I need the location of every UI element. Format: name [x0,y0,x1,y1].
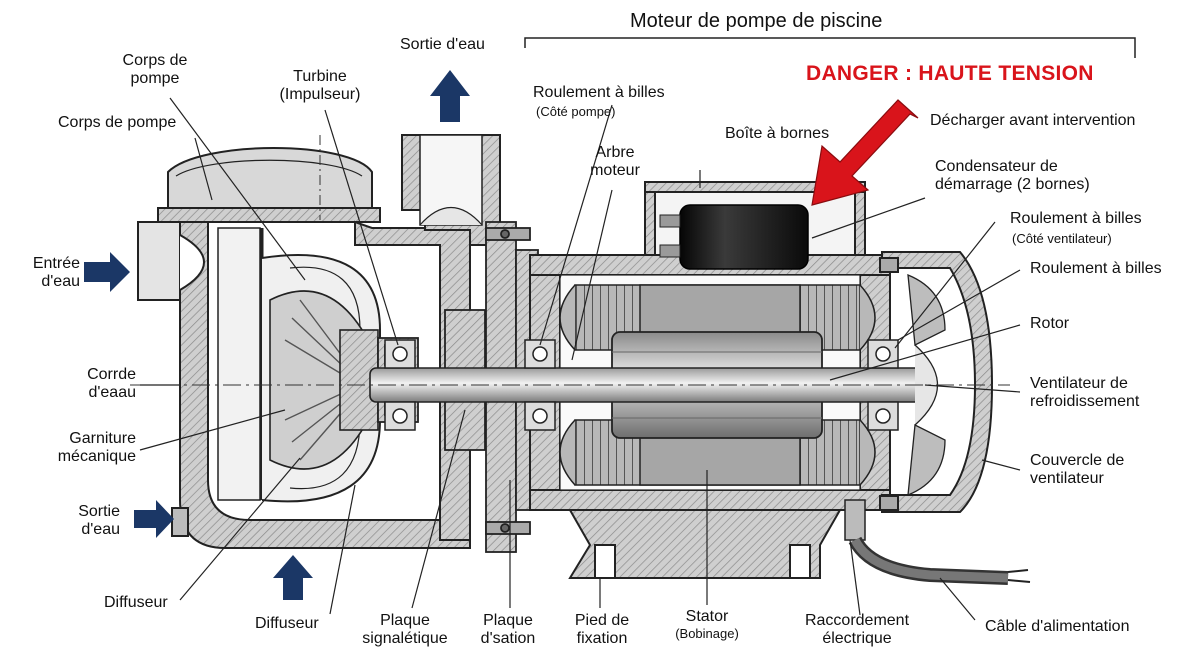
label-corps-de-pompe-2: Corps de pompe [58,114,177,131]
label-arbre-moteur: Arbre moteur [570,144,660,180]
label-ventilateur-line2: refroidissement [1030,393,1140,410]
label-ventilateur-refroidissement: Ventilateur de refroidissement [1030,375,1139,411]
label-arbre-line2: moteur [590,162,640,179]
label-rotor: Rotor [1030,315,1070,332]
label-couvercle-ventilateur: Couvercle de ventilateur [1030,452,1124,488]
label-corps-de-pompe-1: Corps de pompe [100,52,210,88]
inlet-arrow-icon [84,252,130,292]
label-pied-line2: fixation [576,630,628,647]
label-condensateur: Condensateur de démarrage (2 bornes) [935,158,1090,194]
label-couvercle-line2: ventilateur [1030,470,1104,487]
label-plaque-sign-line2: signalétique [362,630,448,647]
label-sortie-eau-top: Sortie d'eau [400,36,485,53]
motor-bracket [524,37,1136,58]
label-stator-sub: (Bobinage) [675,626,739,641]
label-couvercle-line1: Couvercle de [1030,452,1125,469]
label-plaque-signaletique: Plaque signalétique [350,612,460,648]
label-corrde-line2: d'eaau [88,384,136,401]
label-raccord-line1: Raccordement [804,612,910,629]
label-plaque-sation-line2: d'sation [480,630,536,647]
label-stator-line1: Stator [685,608,729,625]
start-capacitor [659,204,809,270]
label-pied-line1: Pied de [574,612,630,629]
label-roulement-cote-ventilateur-sub: (Côté ventilateur) [1012,231,1112,246]
label-diffuseur-bottom: Diffuseur [255,615,319,632]
leader-lines [139,97,1021,621]
fan-cover [879,251,994,513]
label-raccord-line2: électrique [822,630,892,647]
outlet-arrow-left-icon [134,500,174,538]
power-cable [844,499,1031,585]
label-plaque-sation: Plaque d'sation [458,612,558,648]
label-turbine-line2: (Impulseur) [279,86,361,103]
label-plaque-sation-line1: Plaque [483,612,533,629]
label-plaque-sign-line1: Plaque [380,612,430,629]
danger-arrow-icon [811,99,919,206]
label-cable-alimentation: Câble d'alimentation [985,618,1130,635]
label-entree-eau: Entrée d'eau [4,255,80,291]
water-flow-arrows [84,70,470,600]
diagram-title: Moteur de pompe de piscine [630,10,883,32]
label-garniture-line1: Garniture [69,430,136,447]
discharge-instruction: Décharger avant intervention [930,112,1136,129]
label-corps-de-pompe-1-line1: Corps de [122,52,188,69]
label-corrde-eaau: Corrde d'eaau [20,366,136,402]
pump-housing [137,134,501,549]
label-entree-eau-line2: d'eau [41,273,80,290]
label-pied-de-fixation: Pied de fixation [552,612,652,648]
label-stator: Stator (Bobinage) [652,608,762,641]
label-sortie-left-line1: Sortie [78,503,120,520]
label-condensateur-line2: démarrage (2 bornes) [935,176,1090,193]
label-raccordement-electrique: Raccordement électrique [782,612,932,648]
label-condensateur-line1: Condensateur de [935,158,1058,175]
label-sortie-eau-left: Sortie d'eau [40,503,120,539]
label-roulement-cote-pompe: Roulement à billes [533,84,665,101]
diffuser-arrow-up-icon [273,555,313,600]
outlet-arrow-top-icon [430,70,470,122]
label-sortie-left-line2: d'eau [81,521,120,538]
label-roulement-cote-ventilateur: Roulement à billes [1010,210,1142,227]
label-diffuseur-left: Diffuseur [104,594,168,611]
danger-warning: DANGER : HAUTE TENSION [806,62,1094,85]
label-entree-eau-line1: Entrée [32,255,80,272]
impeller [269,290,379,470]
label-arbre-line1: Arbre [595,144,635,161]
label-boite-a-bornes: Boîte à bornes [725,125,830,142]
label-ventilateur-line1: Ventilateur de [1030,375,1128,392]
label-corps-de-pompe-1-line2: pompe [130,70,180,87]
label-turbine: Turbine (Impulseur) [265,68,375,104]
label-turbine-line1: Turbine [293,68,347,85]
bearings [384,339,899,431]
label-roulement-cote-pompe-sub: (Côté pompe) [536,104,616,119]
label-corrde-line1: Corrde [87,366,136,383]
label-garniture-line2: mécanique [57,448,136,465]
label-garniture-mecanique: Garniture mécanique [20,430,136,466]
label-roulement-a-billes: Roulement à billes [1030,260,1162,277]
